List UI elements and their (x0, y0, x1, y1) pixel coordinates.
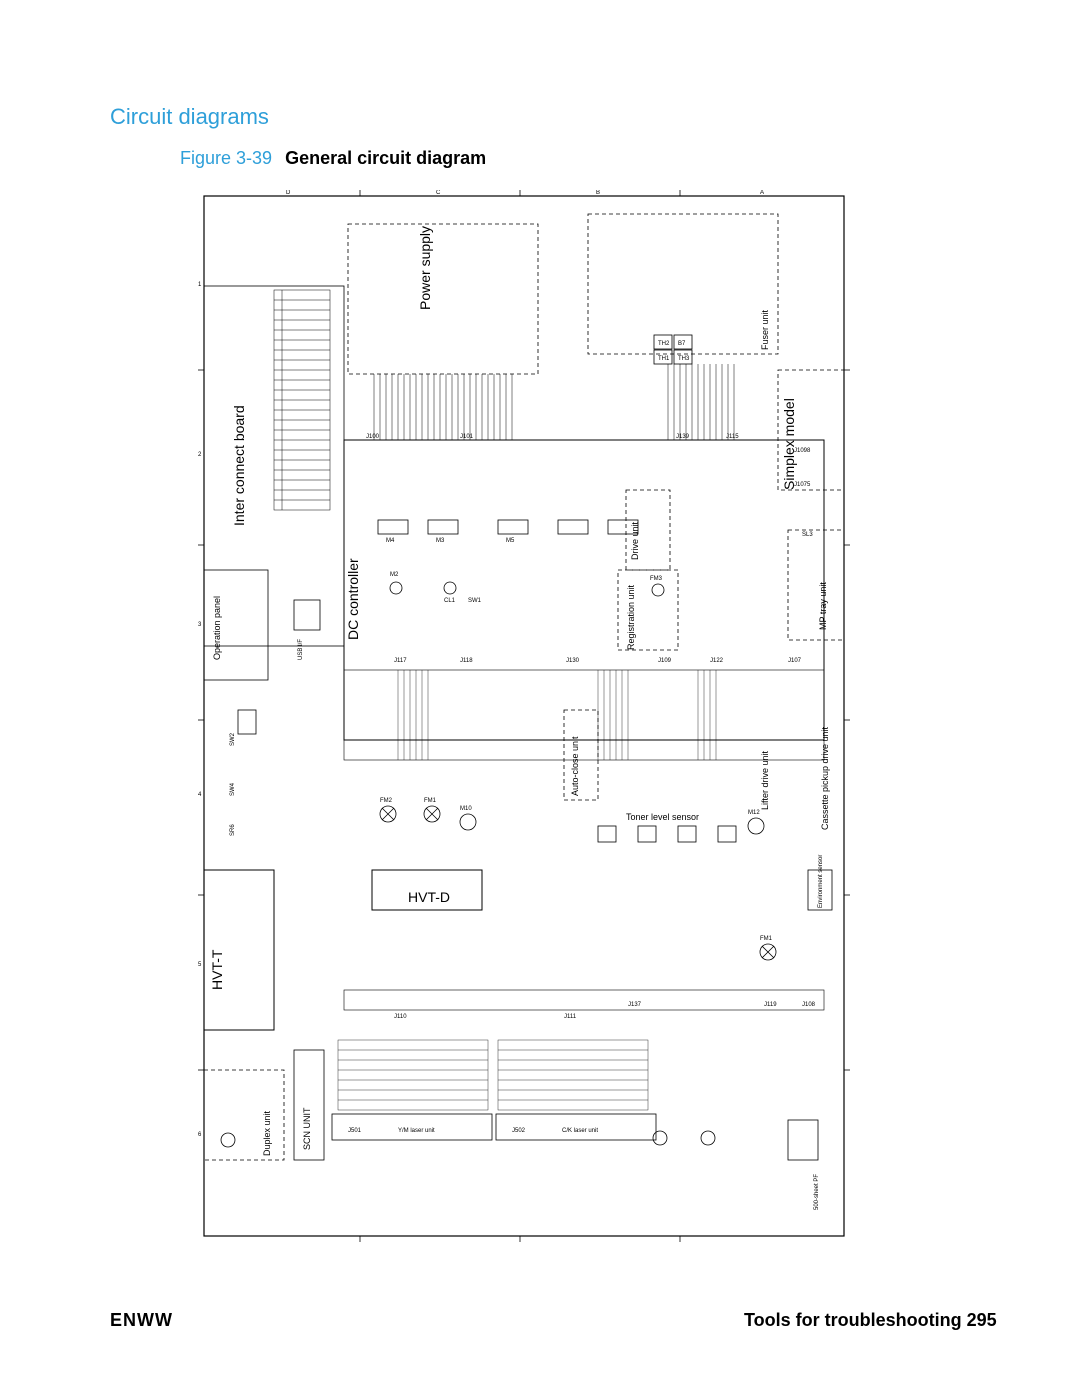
connector-j130: J130 (566, 658, 580, 664)
switch-sw2: SW1 (468, 598, 482, 604)
footer-left: ENWW (110, 1310, 173, 1330)
fuser-unit-block (587, 213, 779, 355)
connector-j107: J107 (788, 658, 802, 664)
column-marker-a: A (760, 190, 764, 196)
connector-a5: TH3 (678, 356, 690, 362)
duplex-unit-label: Duplex unit (262, 1110, 272, 1156)
connector-j117: J117 (394, 658, 407, 664)
connector-a6: B7 (678, 341, 686, 347)
hvt-d-label: HVT-D (408, 889, 450, 905)
connector-j137: J137 (628, 1002, 642, 1008)
figure-title: General circuit diagram (285, 148, 487, 168)
sensor-sr6: SW4 (230, 782, 236, 796)
row-marker-6: 6 (198, 1132, 202, 1138)
drive-unit-label: Drive unit (630, 521, 640, 560)
diagram-frame (203, 195, 845, 1237)
row-marker-5: 5 (198, 962, 202, 968)
mp-tray-unit-label: MP tray unit (818, 582, 828, 630)
registration-unit-label: Registration unit (626, 584, 636, 650)
column-marker-d: D (286, 190, 291, 196)
bottom-bus (343, 989, 825, 1011)
simplex-model-label: Simplex model (781, 398, 797, 490)
inter-connect-board-label: Inter connect board (231, 405, 247, 526)
ym-laser-unit-label: Y/M laser unit (398, 1128, 435, 1134)
hvt-t-label: HVT-T (209, 949, 225, 990)
figure-caption: Figure 3-39 General circuit diagram (180, 148, 486, 169)
solenoid-sl3: SL3 (802, 532, 813, 538)
connector-b7: TH1 (658, 356, 670, 362)
auto-close-unit-block (563, 709, 599, 801)
section-title: Circuit diagrams (110, 104, 269, 129)
switch-sw4: SW2 (230, 732, 236, 746)
fan-fm3: FM2 (380, 798, 393, 804)
switch-sw1: CL1 (444, 598, 456, 604)
footer-right: Tools for troubleshooting 295 (744, 1310, 997, 1331)
power-supply-label: Power supply (417, 226, 433, 310)
footer-section: Tools for troubleshooting (744, 1310, 962, 1330)
fan-fm1: FM1 (760, 936, 773, 942)
connector-j111: J111 (564, 1014, 577, 1020)
registration-unit-block (617, 569, 679, 651)
duplex-unit-block (203, 1069, 285, 1161)
operation-panel-label: Operation panel (212, 596, 222, 660)
circuit-diagram: D C B A 1 2 3 4 5 6 Power supply Fuser u… (198, 190, 850, 1242)
connector-j122: J122 (710, 658, 724, 664)
motor-m12: M12 (748, 810, 760, 816)
toner-level-sensor-label: Toner level sensor (626, 812, 699, 822)
mp-tray-unit-block (787, 529, 845, 641)
connector-j109: J109 (658, 658, 672, 664)
usb-if-label: USB I/F (298, 639, 304, 660)
motor-m3: M3 (436, 538, 445, 544)
simplex-model-block (777, 369, 845, 491)
drive-unit-block (625, 489, 671, 571)
connector-j502: J502 (512, 1128, 526, 1134)
dc-controller-label: DC controller (345, 558, 361, 640)
figure-number: Figure 3-39 (180, 148, 273, 168)
power-supply-block (347, 223, 539, 375)
motor-m5: M5 (506, 538, 515, 544)
row-marker-2: 2 (198, 452, 202, 458)
hvt-d-block (371, 869, 483, 911)
connector-j1075: J1075 (794, 482, 811, 488)
connector-j101: J101 (460, 434, 474, 440)
connector-j1098: J1098 (794, 448, 811, 454)
connector-j115: J115 (726, 434, 739, 440)
cassette-pickup-drive-unit-label: Cassette pickup drive unit (820, 726, 830, 830)
column-marker-c: C (436, 190, 441, 196)
motor-m10: M10 (460, 806, 472, 812)
operation-panel-block (203, 569, 269, 681)
row-marker-4: 4 (198, 792, 202, 798)
row-marker-3: 3 (198, 622, 202, 628)
connector-j501: J501 (348, 1128, 362, 1134)
connector-j118: J118 (460, 658, 473, 664)
dc-controller-block (343, 439, 825, 741)
clutch-cl1: FM3 (650, 576, 663, 582)
scn-unit-block (293, 1049, 325, 1161)
page-number: 295 (966, 1310, 997, 1330)
connector-j100: J100 (366, 434, 380, 440)
middle-harness-block (343, 669, 825, 761)
connector-j119: J119 (764, 1002, 777, 1008)
fan-fm2: FM1 (424, 798, 437, 804)
auto-close-unit-label: Auto-close unit (570, 736, 580, 796)
sheet-pf-label: 500-sheet PF (814, 1174, 820, 1210)
column-marker-b: B (596, 190, 600, 196)
motor-m2: M2 (390, 572, 399, 578)
hvt-t-block (203, 869, 275, 1031)
ck-laser-unit-label: C/K laser unit (562, 1128, 598, 1134)
fuser-unit-label: Fuser unit (760, 309, 770, 350)
connector-j139: J139 (676, 434, 690, 440)
connector-b8: TH2 (658, 341, 670, 347)
environment-sensor-label: Environment sensor (818, 855, 824, 908)
lifter-drive-unit-label: Lifter drive unit (760, 750, 770, 810)
motor-m4: M4 (386, 538, 395, 544)
scn-unit-label: SCN UNIT (302, 1107, 312, 1150)
connector-j110: J110 (394, 1014, 407, 1020)
connector-j108: J108 (802, 1002, 816, 1008)
sensor-sr7: SR6 (230, 824, 236, 836)
row-marker-1: 1 (198, 282, 202, 288)
